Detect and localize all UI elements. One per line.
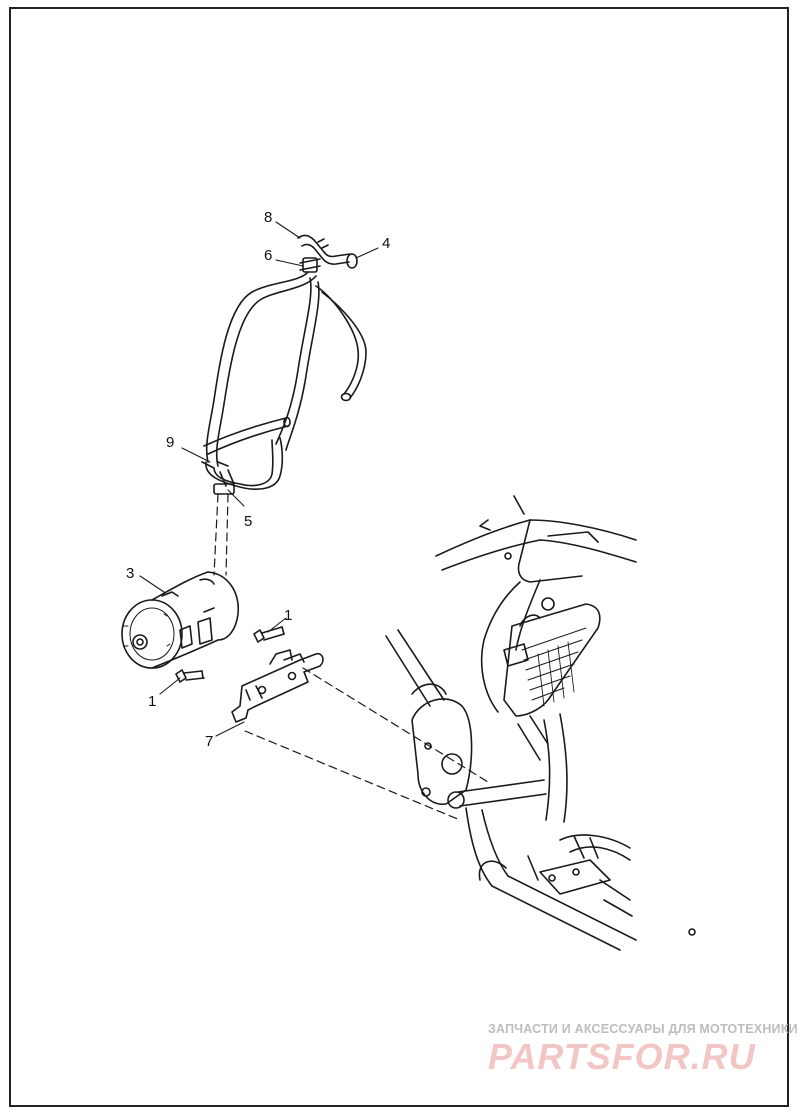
- callout-4: 4: [382, 235, 390, 252]
- callout-8: 8: [264, 209, 272, 226]
- watermark-logo: PARTSFOR.RU: [488, 1036, 756, 1077]
- diagram-border: [9, 7, 789, 1107]
- callout-6: 6: [264, 247, 272, 264]
- callout-5: 5: [244, 513, 252, 530]
- assembly-guide-lines: [213, 493, 489, 821]
- callouts: 8 4 6 9 5 3 1 1 7: [126, 209, 390, 750]
- charcoal-canister: [121, 571, 239, 669]
- bolt-upper: [253, 626, 285, 643]
- watermark-tagline: ЗАПЧАСТИ И АКСЕССУАРЫ ДЛЯ МОТОТЕХНИКИ: [488, 1022, 798, 1036]
- bolt-lower: [175, 669, 205, 683]
- callout-1-lower: 1: [148, 693, 156, 710]
- callout-7: 7: [205, 733, 213, 750]
- motorcycle-frame: [385, 495, 696, 951]
- mounting-bracket: [231, 649, 324, 723]
- vent-hose-assembly: [201, 234, 367, 495]
- callout-9: 9: [166, 434, 174, 451]
- callout-1-upper: 1: [284, 607, 292, 624]
- leader-lines: [139, 221, 379, 737]
- callout-3: 3: [126, 565, 134, 582]
